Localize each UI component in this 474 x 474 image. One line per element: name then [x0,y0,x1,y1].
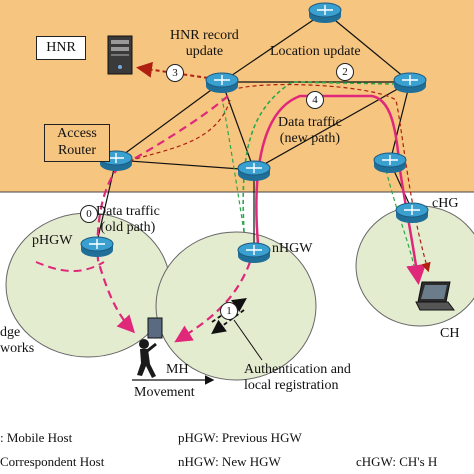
router-icon [373,152,407,173]
auth-arrow-down [211,309,245,335]
legend-chgw: cHGW: CH's H [356,454,438,469]
hnr-label: HNR [36,36,86,60]
pink-dashed-to-phgw [35,261,105,273]
router-icon [308,2,342,23]
auth-pointer [233,319,263,361]
access-router-label: Access Router [44,124,110,162]
hnr-record-update-label: HNR record update [170,28,239,59]
data-traffic-old-label: Data traffic (old path) [96,204,160,235]
laptop-icon [415,281,455,311]
hnr-update-arrow [136,61,209,79]
authentication-label: Authentication and local registration [244,362,351,393]
server-icon [107,35,133,75]
router-icon [237,242,271,263]
edge-networks-label: dge works [0,325,35,356]
old-path-traffic [96,95,229,334]
location-update-label: Location update [270,44,361,59]
step-0-marker: 0 [80,205,98,223]
router-icon [393,72,427,93]
legend-mh: : Mobile Host [0,430,73,445]
step-4-marker: 4 [306,91,324,109]
nhgw-label: nHGW [272,241,313,256]
step-3-marker: 3 [166,64,184,82]
movement-label: Movement [134,385,195,400]
walking-person-icon [137,317,163,378]
phgw-label: pHGW [32,233,73,248]
location-update-path [242,81,396,233]
new-path-traffic [255,94,427,285]
router-icon [205,72,239,93]
router-icon [80,236,114,257]
legend-phgw: pHGW: Previous HGW [178,430,302,445]
legend-ch: Correspondent Host [0,454,105,469]
router-icon [237,160,271,181]
location-update-to-router [221,97,245,233]
step-2-marker: 2 [336,63,354,81]
chg-label: cHG [432,196,459,211]
ch-label: CH [440,326,460,341]
data-traffic-new-label: Data traffic (new path) [278,115,342,146]
mh-label: MH [166,362,189,377]
router-icon [395,202,429,223]
step-1-marker: 1 [220,302,238,320]
dashed-flow-ch-2 [385,169,415,267]
legend-nhgw: nHGW: New HGW [178,454,281,469]
